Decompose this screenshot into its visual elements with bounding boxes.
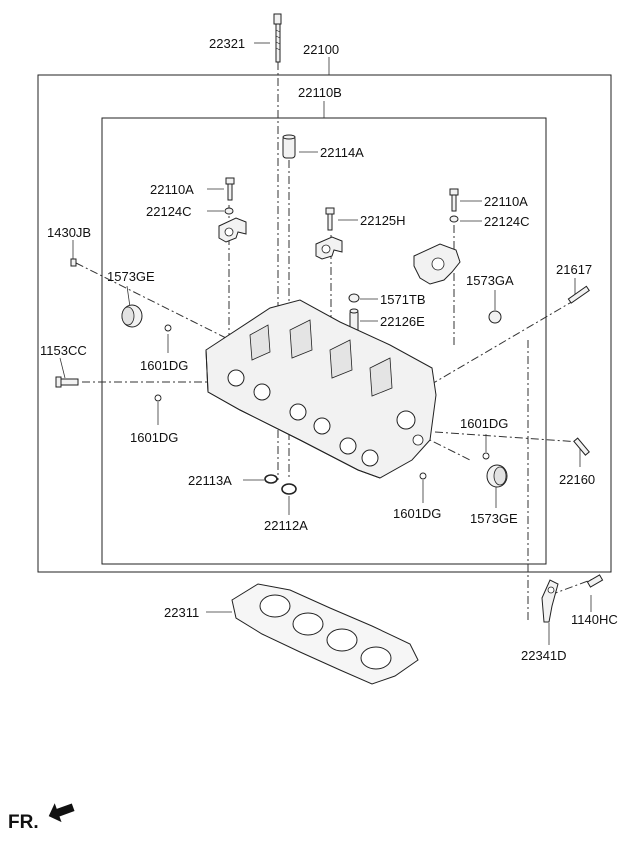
label-1573ge-right: 1573GE [470, 511, 518, 526]
label-22112a: 22112A [264, 518, 308, 533]
cap-plug-left [121, 304, 143, 328]
cam-cap-mid [315, 236, 343, 260]
label-22160: 22160 [559, 472, 595, 487]
ball-plug-3 [482, 452, 490, 460]
head-gasket [231, 583, 419, 685]
label-22110a-right: 22110A [484, 194, 528, 209]
label-22114a: 22114A [320, 145, 364, 160]
label-1601dg-1: 1601DG [140, 358, 188, 373]
label-22124c-right: 22124C [484, 214, 530, 229]
cam-cap-left [218, 217, 247, 243]
stud-right-lower [573, 437, 590, 456]
label-22110b: 22110B [298, 85, 342, 100]
dowel-pin [282, 134, 296, 159]
side-plug [70, 258, 77, 267]
cap-bolt-right [449, 188, 459, 223]
front-direction-arrow-icon [48, 803, 75, 823]
side-bolt [55, 376, 79, 388]
cylinder-head [205, 299, 437, 479]
label-22124c-left: 22124C [146, 204, 192, 219]
label-22341d: 22341D [521, 648, 567, 663]
front-direction-label: FR. [8, 812, 39, 833]
label-22126e: 22126E [380, 314, 425, 329]
label-22311: 22311 [164, 605, 199, 620]
label-22100: 22100 [303, 42, 339, 57]
ring-22112a [281, 483, 297, 495]
part-labels: 22321 22100 22110B 22114A 22110A 22124C … [40, 36, 618, 663]
label-1601dg-2: 1601DG [130, 430, 178, 445]
label-1601dg-4: 1601DG [393, 506, 441, 521]
label-1573ga: 1573GA [466, 273, 514, 288]
cap-bolt-mid [325, 207, 335, 231]
ring-22113a [264, 474, 278, 484]
assembly-frame-outer [37, 74, 612, 573]
hanger-bracket [541, 579, 559, 623]
hanger-bolt [586, 574, 604, 588]
label-1140hc: 1140HC [571, 612, 618, 627]
label-22321: 22321 [209, 36, 245, 51]
cap-plug-right-top [488, 310, 502, 324]
label-22113a: 22113A [188, 473, 232, 488]
cap-bolt-left [224, 177, 235, 215]
label-22110a-left: 22110A [150, 182, 194, 197]
label-1571tb: 1571TB [380, 292, 426, 307]
ball-plug-4 [419, 472, 427, 480]
cam-cap-right [413, 243, 461, 285]
label-1601dg-3: 1601DG [460, 416, 508, 431]
cap-plug-right-lower [486, 464, 508, 488]
label-1430jb: 1430JB [47, 225, 91, 240]
label-22125h: 22125H [360, 213, 406, 228]
ball-plug-1 [164, 324, 172, 332]
label-1153cc: 1153CC [40, 343, 87, 358]
stud-right-top [567, 285, 590, 304]
ball-plug-2 [154, 394, 162, 402]
label-1573ge-left: 1573GE [107, 269, 155, 284]
head-bolt [273, 13, 282, 63]
leader-lines [59, 42, 592, 645]
label-21617: 21617 [556, 262, 592, 277]
